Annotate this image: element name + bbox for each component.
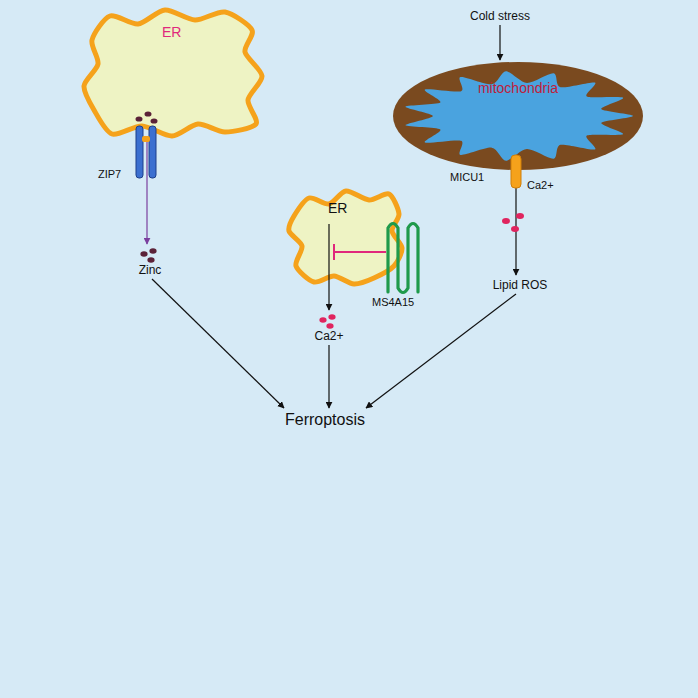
outer-membrane <box>393 62 643 170</box>
node-text: Ferroptosis <box>285 411 365 429</box>
arrow-connector <box>328 291 329 310</box>
node-text: Lipid ROS <box>493 278 548 292</box>
ion-dot <box>147 257 154 262</box>
node-text: Ca2+ <box>314 329 343 343</box>
zinc-ion: Zinc <box>135 246 165 278</box>
ion-dot <box>326 323 333 328</box>
lipid-ros: Lipid ROS <box>490 277 551 293</box>
stress-label: Cold stress <box>467 8 533 24</box>
ferroptosis-outcome: Ferroptosis <box>282 410 368 430</box>
arrow-connector <box>328 345 329 408</box>
er-membrane <box>84 10 262 136</box>
node-text: Cold stress <box>470 9 530 23</box>
node-text: Zinc <box>138 263 162 277</box>
ion-dot <box>149 248 156 253</box>
ion-dot <box>328 314 335 319</box>
er-membrane <box>289 191 402 284</box>
er-organelle: ER <box>80 6 268 138</box>
ion-dots <box>138 247 162 263</box>
node-text: ER <box>162 24 181 40</box>
arrow-connector <box>366 294 516 408</box>
ion-dot <box>319 317 326 322</box>
ion-dot <box>140 251 147 256</box>
arrow-connector <box>499 25 500 60</box>
calcium-dots <box>502 213 524 232</box>
mitochondria-organelle: mitochondria <box>393 62 643 170</box>
protein-label: MS4A15 <box>372 296 414 308</box>
arrow-connector <box>152 279 284 408</box>
protein-label: MICU1 <box>450 171 484 183</box>
zip7-channel <box>136 126 156 178</box>
arrow-connector <box>146 139 147 244</box>
ion-dots <box>317 313 341 329</box>
micu1-channel <box>511 155 521 188</box>
release-line <box>328 224 329 291</box>
calcium-ion: Ca2+ <box>311 312 346 344</box>
node-text: ER <box>328 200 347 216</box>
protein-label: Ca2+ <box>527 179 554 191</box>
mitochondria-outline <box>393 62 643 170</box>
node-text: mitochondria <box>393 80 643 96</box>
protein-label: ZIP7 <box>98 168 121 180</box>
